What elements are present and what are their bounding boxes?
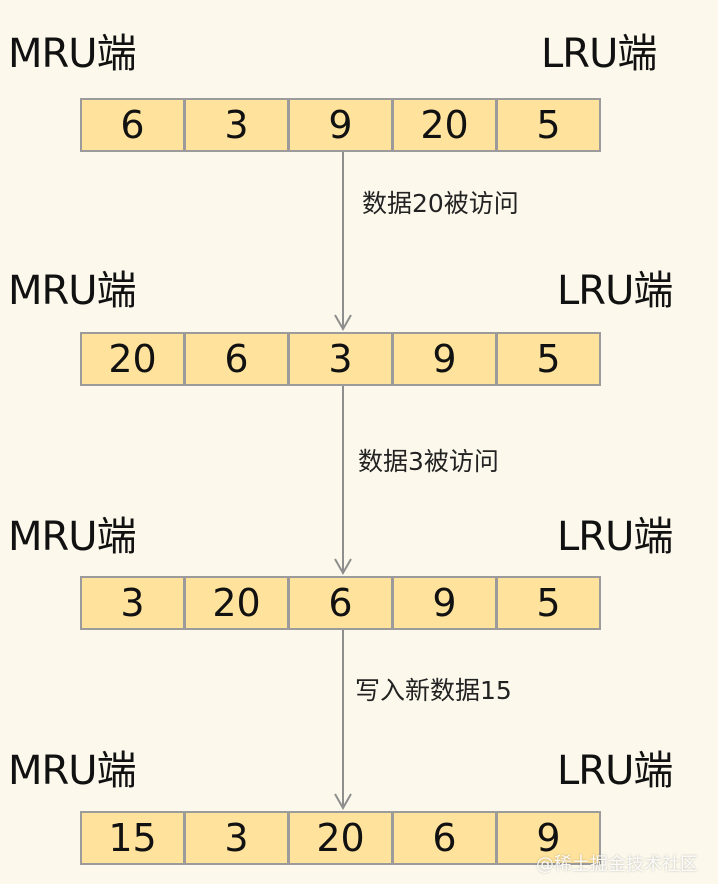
cache-cell: 9: [496, 811, 601, 865]
mru-end-label-1: MRU端: [8, 31, 137, 77]
cache-cell: 6: [392, 811, 497, 865]
cache-cell: 3: [184, 811, 289, 865]
cache-cell: 20: [80, 332, 185, 386]
cache-cell: 6: [288, 576, 393, 630]
step-1-arrow-head: [334, 314, 352, 332]
cache-cell: 6: [80, 98, 185, 152]
cache-cell: 20: [184, 576, 289, 630]
lru-end-label-3: LRU端: [557, 514, 673, 560]
step-2-arrow: [334, 386, 352, 576]
step-label-3: 写入新数据15: [355, 676, 512, 705]
cache-row-after-access-20: 20 6 3 9 5: [80, 332, 605, 386]
mru-end-label-4: MRU端: [8, 748, 137, 794]
mru-end-label-3: MRU端: [8, 514, 137, 560]
cache-cell: 5: [496, 576, 601, 630]
cache-cell: 3: [184, 98, 289, 152]
watermark-text: @稀土掘金技术社区: [536, 854, 698, 875]
cache-row-after-insert-15: 15 3 20 6 9: [80, 811, 605, 865]
cache-cell: 3: [288, 332, 393, 386]
cache-cell: 9: [392, 332, 497, 386]
cache-cell: 9: [392, 576, 497, 630]
cache-cell: 9: [288, 98, 393, 152]
step-3-arrow: [334, 630, 352, 811]
cache-cell: 20: [288, 811, 393, 865]
cache-row-after-access-3: 3 20 6 9 5: [80, 576, 605, 630]
cache-cell: 6: [184, 332, 289, 386]
step-label-2: 数据3被访问: [358, 447, 499, 476]
cache-row-initial: 6 3 9 20 5: [80, 98, 605, 152]
step-label-1: 数据20被访问: [362, 189, 519, 218]
cache-cell: 5: [496, 98, 601, 152]
lru-end-label-2: LRU端: [557, 268, 673, 314]
lru-end-label-4: LRU端: [557, 748, 673, 794]
cache-cell: 5: [496, 332, 601, 386]
step-2-arrow-head: [334, 558, 352, 576]
cache-cell: 20: [392, 98, 497, 152]
lru-end-label-1: LRU端: [541, 31, 657, 77]
step-3-arrow-head: [334, 793, 352, 811]
cache-cell: 15: [80, 811, 185, 865]
cache-cell: 3: [80, 576, 185, 630]
step-1-arrow: [334, 152, 352, 332]
mru-end-label-2: MRU端: [8, 268, 137, 314]
